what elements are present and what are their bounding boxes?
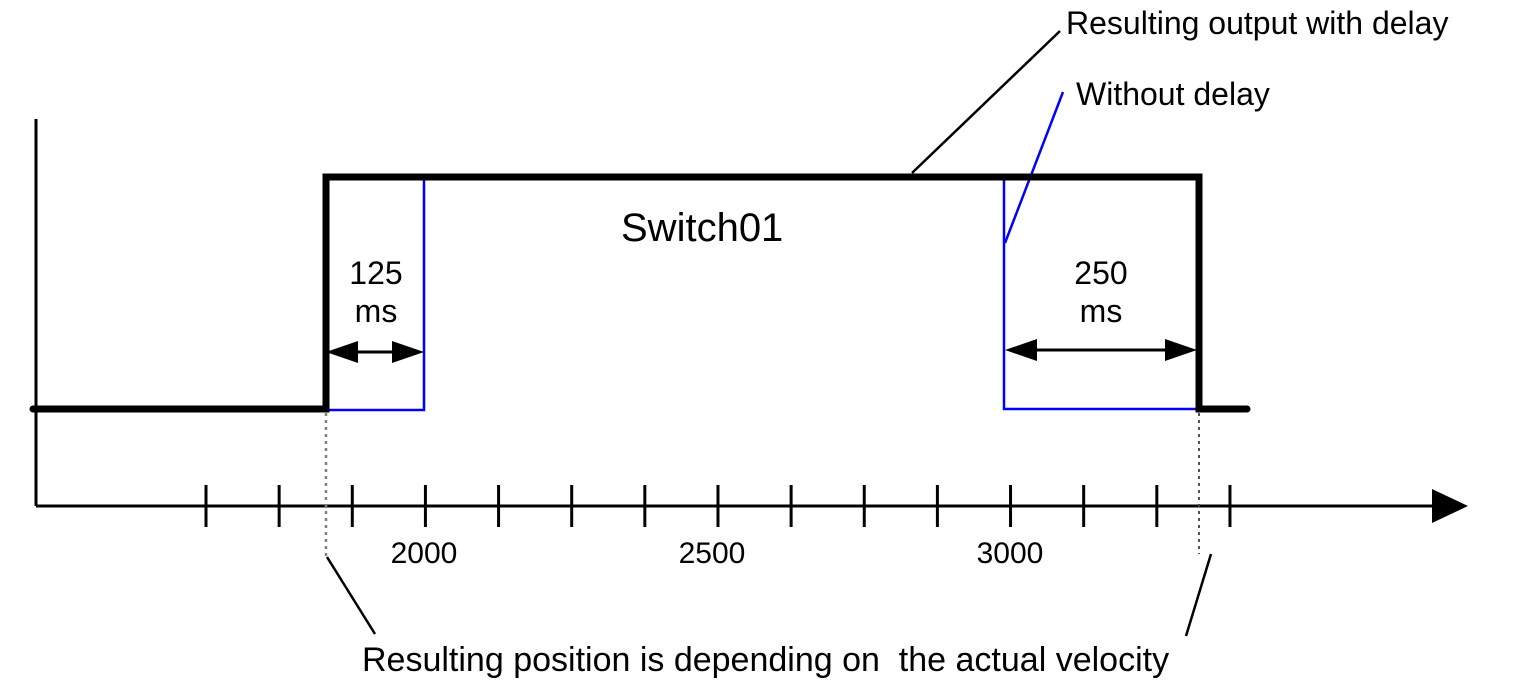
switch-name-label: Switch01 — [621, 206, 784, 250]
bottom-note: Resulting position is depending on the a… — [362, 641, 1170, 679]
delay-right-value: 250 — [1074, 255, 1128, 291]
annotation-without-delay: Without delay — [1076, 76, 1270, 112]
signal-without-delay-falling-edge — [1002, 178, 1198, 411]
signal-without-delay-rising-edge — [327, 178, 426, 412]
delay-right-unit: ms — [1079, 293, 1123, 329]
axis-tick-label-3000: 3000 — [976, 537, 1044, 570]
delay-label-250ms: 250 ms — [1004, 254, 1198, 330]
delay-label-125ms: 125 ms — [327, 254, 425, 330]
axis-tick-label-2000: 2000 — [390, 537, 458, 570]
delay-right-arrowhead-left-icon — [1005, 339, 1037, 361]
bottom-note-leader-left — [325, 556, 377, 635]
delay-left-arrowhead-right-icon — [392, 341, 424, 363]
with-delay-leader-line — [911, 30, 1061, 174]
delay-left-unit: ms — [354, 293, 398, 329]
without-delay-leader-line — [1003, 91, 1065, 244]
delay-left-arrowhead-left-icon — [326, 341, 358, 363]
annotation-with-delay: Resulting output with delay — [1066, 5, 1449, 41]
delay-right-arrowhead-right-icon — [1165, 339, 1197, 361]
x-axis-arrowhead-icon — [1432, 489, 1468, 523]
signal-with-delay-waveform — [29, 173, 1251, 413]
delay-left-value: 125 — [349, 255, 403, 291]
bottom-note-leader-right — [1184, 553, 1213, 637]
axis-tick-label-2500: 2500 — [678, 537, 746, 570]
x-axis-ticks — [204, 485, 1232, 527]
